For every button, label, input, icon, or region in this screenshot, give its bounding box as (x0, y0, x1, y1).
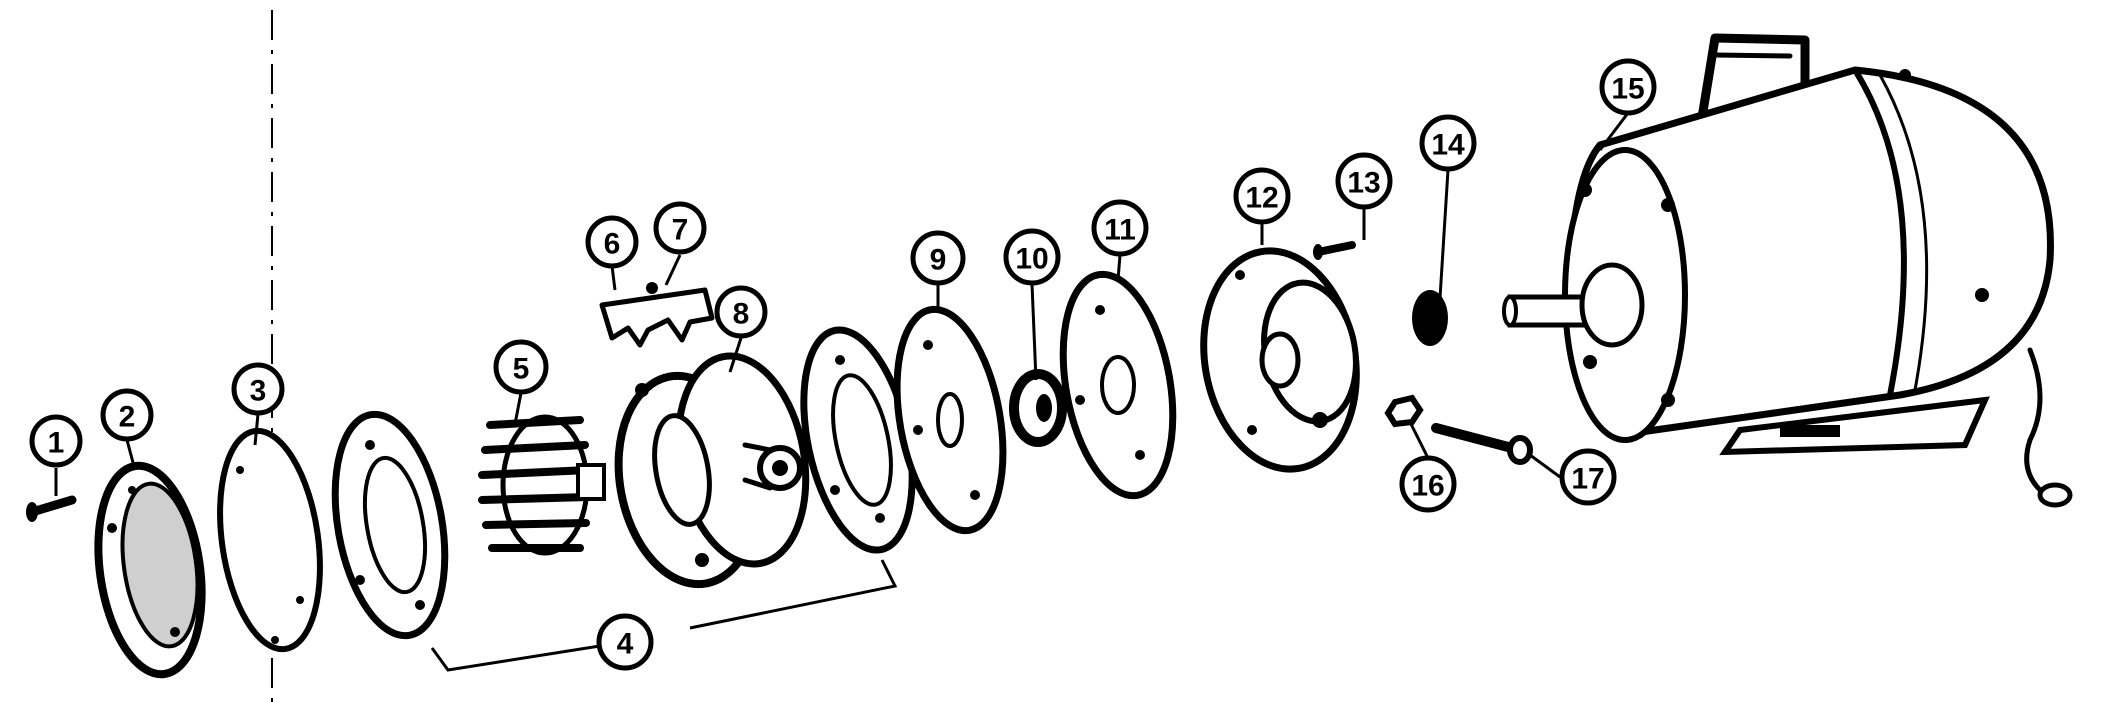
callout-16: 16 (1399, 455, 1457, 513)
callout-12: 12 (1233, 167, 1291, 225)
callout-3: 3 (231, 362, 285, 416)
callout-label-9: 9 (930, 244, 947, 277)
part-15-motor (1502, 33, 2073, 508)
callout-10: 10 (1003, 228, 1061, 286)
callout-label-4: 4 (617, 628, 634, 661)
callout-17: 17 (1559, 448, 1617, 506)
callout-label-17: 17 (1571, 463, 1604, 496)
part-1-screw (26, 495, 77, 522)
part-12-adapter-bracket (1200, 247, 1360, 473)
callout-14: 14 (1419, 114, 1477, 172)
part-9-plate (893, 305, 1007, 535)
part-10-seal (1009, 369, 1067, 447)
callout-15: 15 (1599, 58, 1657, 116)
part-8-pump-body (614, 352, 810, 589)
callout-label-14: 14 (1431, 129, 1465, 162)
part-4-gasket-right (800, 326, 916, 554)
callout-6: 6 (585, 215, 639, 269)
callout-label-13: 13 (1347, 167, 1380, 200)
part-16-nut (1384, 394, 1424, 428)
callout-1: 1 (29, 414, 83, 468)
callout-label-2: 2 (119, 401, 136, 434)
part-5-impeller (478, 414, 606, 556)
part-14-slinger (1412, 290, 1448, 346)
part-11-plate (1059, 270, 1177, 500)
callout-13: 13 (1335, 152, 1393, 210)
part-13-screw (1313, 241, 1356, 260)
part-2-end-cover (94, 461, 206, 679)
leader-lines (54, 112, 1630, 672)
callout-label-16: 16 (1411, 470, 1444, 503)
callout-9: 9 (910, 230, 966, 286)
callout-11: 11 (1091, 199, 1149, 257)
callouts: 1 2 3 4 5 6 7 8 (29, 58, 1657, 671)
callout-7: 7 (653, 201, 707, 255)
part-6-7-wear-plate (599, 282, 715, 348)
part-3-cover-plate (217, 427, 323, 653)
callout-label-5: 5 (513, 353, 530, 386)
callout-label-3: 3 (250, 375, 267, 408)
part-4-gasket-left (331, 410, 449, 640)
callout-label-15: 15 (1611, 73, 1644, 106)
callout-label-7: 7 (672, 214, 689, 247)
callout-5: 5 (493, 339, 549, 395)
callout-4: 4 (596, 613, 654, 671)
callout-label-12: 12 (1245, 182, 1278, 215)
part-17-bolt (1431, 423, 1533, 465)
callout-label-11: 11 (1104, 214, 1136, 247)
callout-2: 2 (100, 388, 154, 442)
callout-label-8: 8 (733, 298, 750, 331)
callout-label-10: 10 (1015, 243, 1048, 276)
callout-8: 8 (714, 285, 768, 339)
callout-label-6: 6 (604, 228, 621, 261)
callout-label-1: 1 (48, 427, 65, 460)
